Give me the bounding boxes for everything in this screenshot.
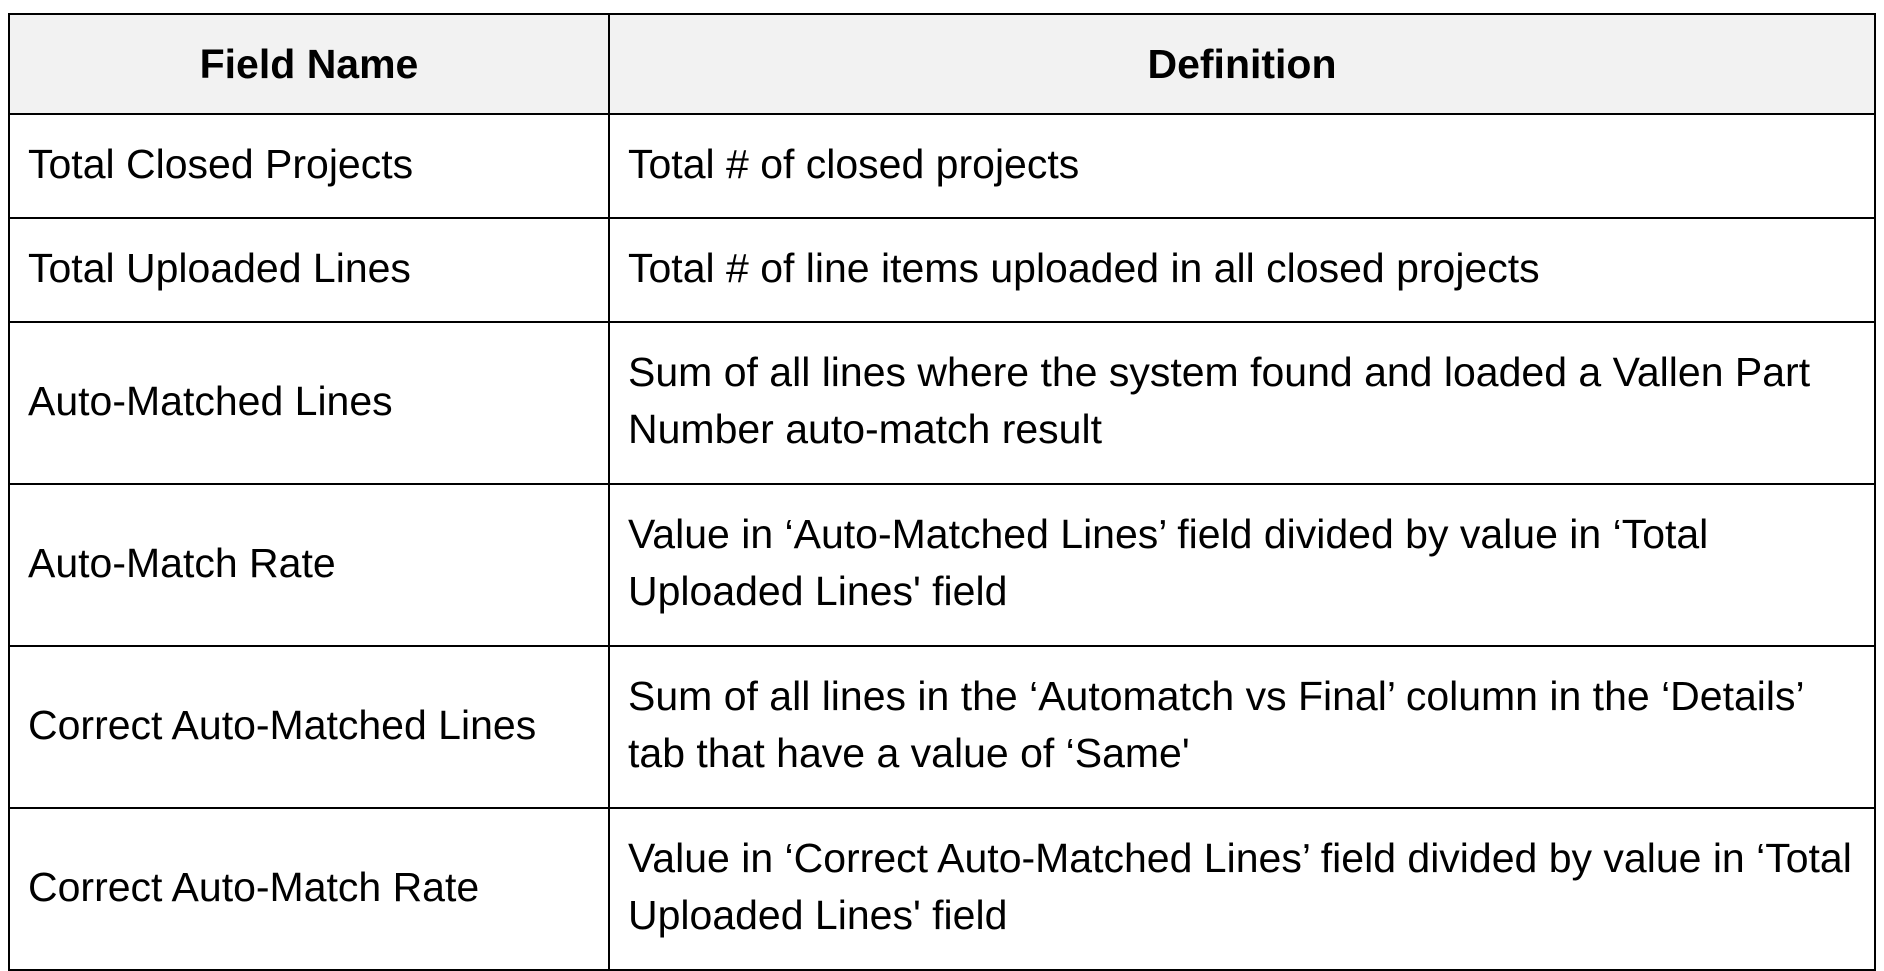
header-field-name: Field Name bbox=[8, 13, 610, 115]
table-row: Total Uploaded Lines Total # of line ite… bbox=[8, 217, 1876, 323]
field-name-cell: Total Uploaded Lines bbox=[8, 217, 610, 323]
definition-cell: Total # of line items uploaded in all cl… bbox=[608, 217, 1876, 323]
definition-cell: Sum of all lines where the system found … bbox=[608, 321, 1876, 485]
field-name-cell: Correct Auto-Matched Lines bbox=[8, 645, 610, 809]
definition-cell: Total # of closed projects bbox=[608, 113, 1876, 219]
header-row: Field Name Definition bbox=[8, 13, 1876, 115]
table-row: Total Closed Projects Total # of closed … bbox=[8, 113, 1876, 219]
table-body: Total Closed Projects Total # of closed … bbox=[8, 113, 1876, 971]
definition-cell: Value in ‘Correct Auto-Matched Lines’ fi… bbox=[608, 807, 1876, 971]
table-row: Correct Auto-Match Rate Value in ‘Correc… bbox=[8, 807, 1876, 971]
definition-cell: Value in ‘Auto-Matched Lines’ field divi… bbox=[608, 483, 1876, 647]
field-name-cell: Auto-Matched Lines bbox=[8, 321, 610, 485]
table-row: Auto-Match Rate Value in ‘Auto-Matched L… bbox=[8, 483, 1876, 647]
field-name-cell: Correct Auto-Match Rate bbox=[8, 807, 610, 971]
definition-cell: Sum of all lines in the ‘Automatch vs Fi… bbox=[608, 645, 1876, 809]
field-definitions-table: Field Name Definition Total Closed Proje… bbox=[8, 13, 1876, 971]
field-name-cell: Auto-Match Rate bbox=[8, 483, 610, 647]
table-row: Correct Auto-Matched Lines Sum of all li… bbox=[8, 645, 1876, 809]
table-row: Auto-Matched Lines Sum of all lines wher… bbox=[8, 321, 1876, 485]
header-definition: Definition bbox=[608, 13, 1876, 115]
table-header: Field Name Definition bbox=[8, 13, 1876, 115]
field-name-cell: Total Closed Projects bbox=[8, 113, 610, 219]
